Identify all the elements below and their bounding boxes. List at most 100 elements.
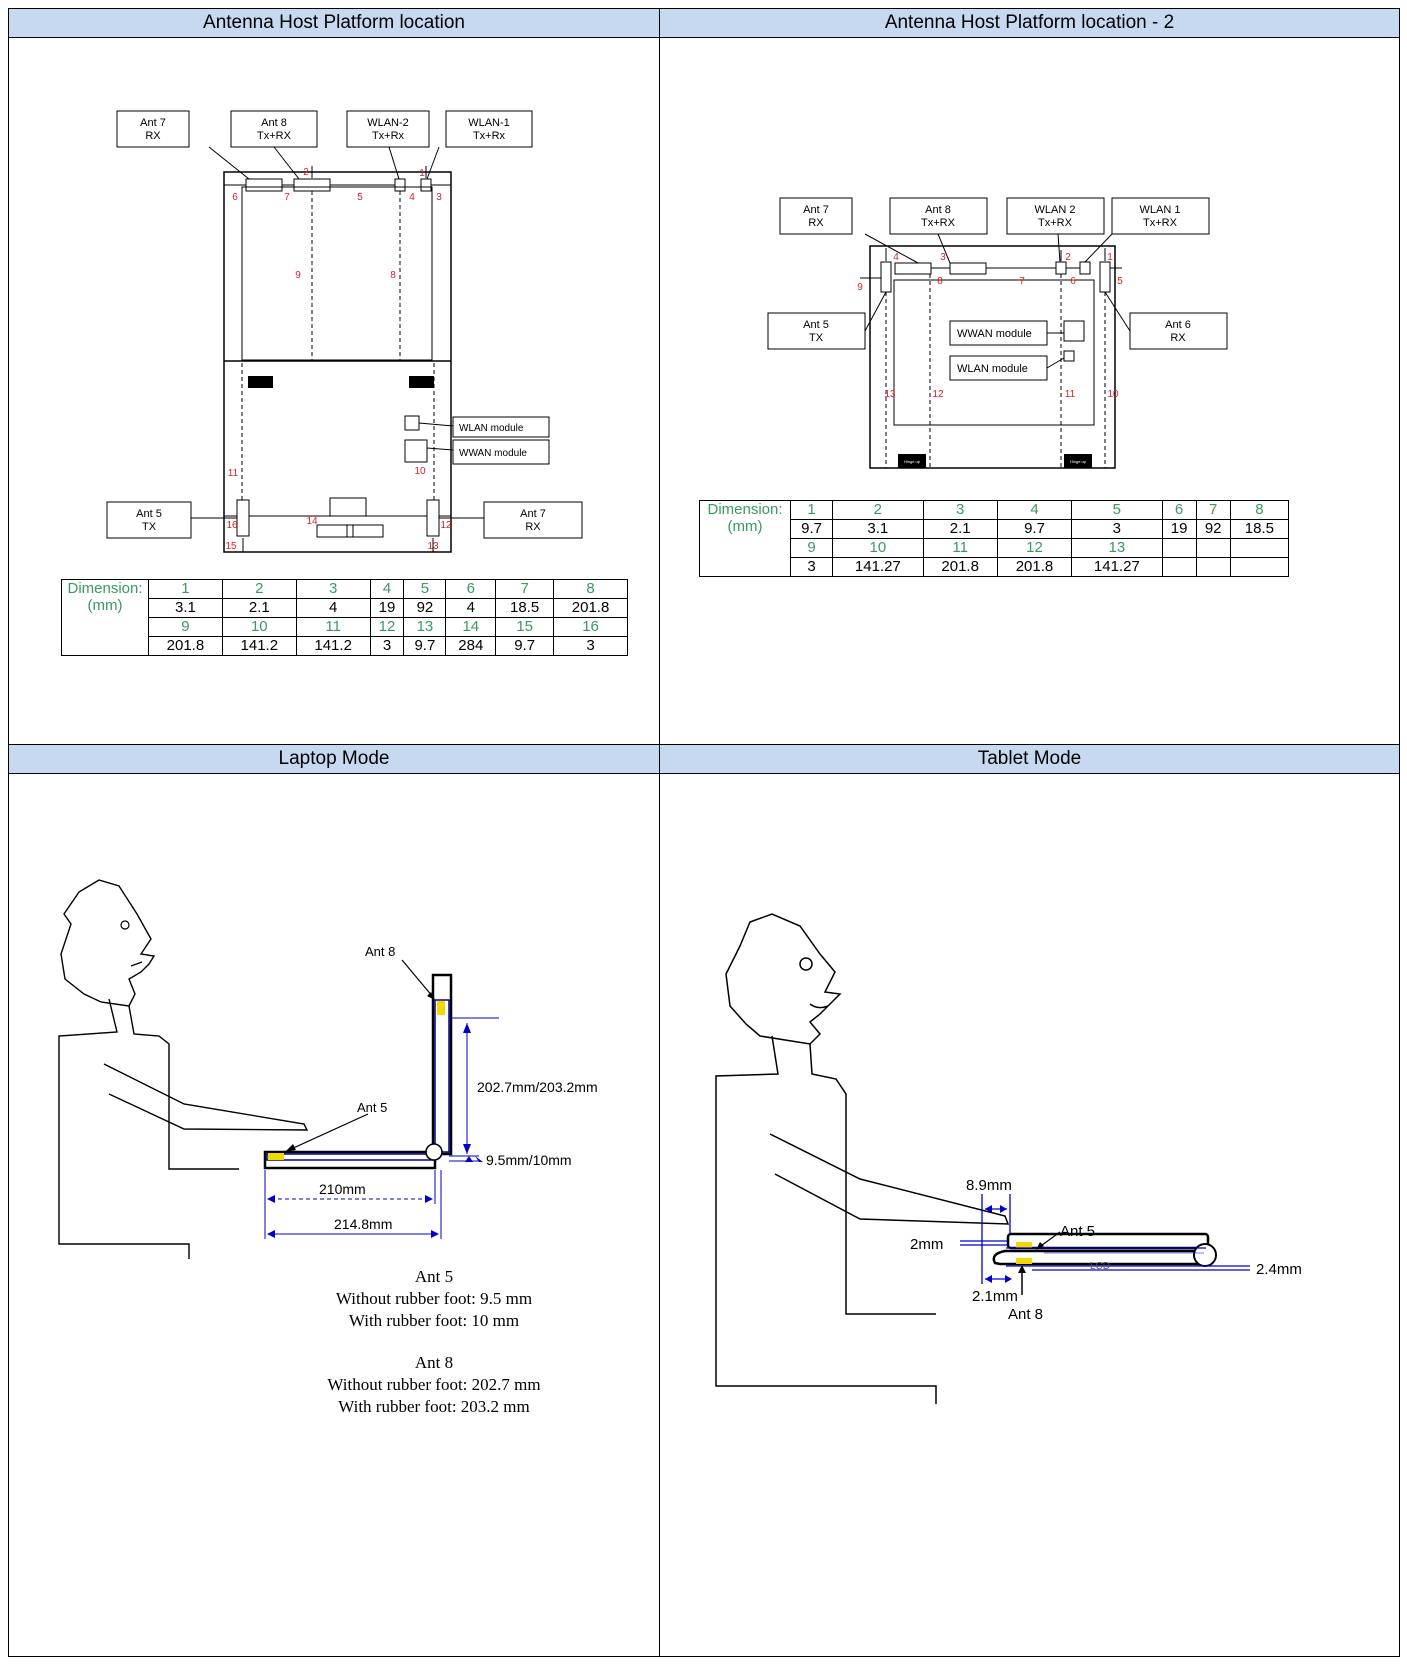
dim-num-11: 11 bbox=[228, 468, 239, 479]
person-outline bbox=[725, 913, 842, 1045]
table2-cell bbox=[1229, 557, 1290, 577]
table1-label-mm: (mm) bbox=[87, 597, 123, 614]
table2-cell: 9.7 bbox=[996, 519, 1073, 539]
label-wlan1-sub: Tx+RX bbox=[1143, 217, 1178, 229]
dim-2-1: 2.1mm bbox=[972, 1288, 1018, 1305]
label-wwan-module: WWAN module bbox=[459, 448, 527, 459]
label-lcd: LCD bbox=[1090, 1261, 1110, 1272]
header-antenna-location: Antenna Host Platform location bbox=[8, 8, 660, 38]
table1-cell: 19 bbox=[369, 598, 405, 618]
dim-num-10: 10 bbox=[1107, 389, 1119, 400]
dim-num-7: 7 bbox=[1019, 276, 1025, 287]
dim-210: 210mm bbox=[319, 1181, 366, 1197]
label-ant8: Ant 8 bbox=[1008, 1306, 1043, 1323]
table1-head: 15 bbox=[495, 617, 555, 637]
table2-head: 1 bbox=[789, 500, 834, 520]
table2-cell: 201.8 bbox=[996, 557, 1073, 577]
label-wlan2-sub: Tx+RX bbox=[1038, 217, 1073, 229]
table2-cell: 141.27 bbox=[832, 557, 924, 577]
label-ant5: Ant 5 bbox=[1060, 1223, 1095, 1240]
table1-cell: 141.2 bbox=[295, 636, 371, 656]
table2-cell: 2.1 bbox=[922, 519, 998, 539]
label-ant8: Ant 8 bbox=[261, 117, 287, 129]
label-ant7-top: Ant 7 bbox=[140, 117, 166, 129]
dim-num-15: 15 bbox=[225, 541, 237, 552]
table1-cell: 9.7 bbox=[495, 636, 555, 656]
dim-vertical: 202.7mm/203.2mm bbox=[477, 1079, 598, 1095]
header-laptop-mode: Laptop Mode bbox=[8, 744, 660, 774]
table2-cell: 3 bbox=[789, 557, 834, 577]
table2-cell: 19 bbox=[1161, 519, 1197, 539]
table1-cell: 9.7 bbox=[403, 636, 447, 656]
label-hinge-left: Hinge up bbox=[904, 459, 921, 464]
label-wlan1: WLAN-1 bbox=[468, 117, 510, 129]
label-wlan-module: WLAN module bbox=[459, 423, 524, 434]
label-ant5-sub: TX bbox=[809, 332, 824, 344]
table1-head: 5 bbox=[403, 579, 447, 599]
table1-head: 7 bbox=[495, 579, 555, 599]
label-ant8-sub: Tx+RX bbox=[257, 130, 292, 142]
dim-num-1: 1 bbox=[1107, 252, 1113, 263]
dim-2-4: 2.4mm bbox=[1256, 1261, 1302, 1278]
dim-num-4: 4 bbox=[893, 252, 899, 263]
note-line: Without rubber foot: 9.5 mm bbox=[335, 1289, 533, 1308]
dim-num-6: 6 bbox=[1070, 276, 1076, 287]
dim-num-8: 8 bbox=[937, 276, 943, 287]
label-wlan2-sub: Tx+Rx bbox=[372, 130, 405, 142]
dim-num-13: 13 bbox=[427, 541, 439, 552]
table2-head bbox=[1229, 538, 1290, 558]
note-line: With rubber foot: 203.2 mm bbox=[338, 1397, 530, 1416]
header-antenna-location-2: Antenna Host Platform location - 2 bbox=[659, 8, 1400, 38]
table1-cell: 3.1 bbox=[148, 598, 223, 618]
table2-cell: 141.27 bbox=[1071, 557, 1163, 577]
table1-cell: 3 bbox=[369, 636, 405, 656]
table1-cell: 2.1 bbox=[221, 598, 297, 618]
label-ant7-bottom: Ant 7 bbox=[520, 508, 546, 520]
dim-num-10: 10 bbox=[414, 466, 426, 477]
label-wwan-module: WWAN module bbox=[957, 328, 1032, 340]
person-outline bbox=[60, 879, 156, 1007]
dim-horizontal: 9.5mm/10mm bbox=[486, 1152, 572, 1168]
table2-head: 11 bbox=[922, 538, 998, 558]
cell-laptop-mode: Ant 8 Ant 5 202.7mm/203.2mm 9.5mm/10mm 2… bbox=[8, 773, 660, 1657]
dim-num-7: 7 bbox=[284, 192, 290, 203]
table2-cell bbox=[1195, 557, 1231, 577]
table1-head: 14 bbox=[445, 617, 497, 637]
table1-cell: 141.2 bbox=[221, 636, 297, 656]
table1-cell: 4 bbox=[295, 598, 371, 618]
dim-num-16: 16 bbox=[226, 520, 238, 531]
table2-head bbox=[1195, 538, 1231, 558]
dim-num-5: 5 bbox=[357, 192, 363, 203]
table2-cell: 3 bbox=[1071, 519, 1163, 539]
table2-head bbox=[1161, 538, 1197, 558]
table1-head: 11 bbox=[295, 617, 371, 637]
label-ant6-sub: RX bbox=[1170, 332, 1186, 344]
label-wlan1-sub: Tx+Rx bbox=[473, 130, 506, 142]
cell-tablet-mode: 8.9mm Ant 5 2mm LCD 2.4mm 2.1mm Ant 8 bbox=[659, 773, 1400, 1657]
table1-cell: 3 bbox=[553, 636, 628, 656]
table2-label-dimension: Dimension: bbox=[707, 501, 783, 518]
label-ant5: Ant 5 bbox=[803, 319, 829, 331]
table1-head: 2 bbox=[221, 579, 297, 599]
table1-head: 10 bbox=[221, 617, 297, 637]
table2-head: 2 bbox=[832, 500, 924, 520]
label-hinge-right: Hinge up bbox=[1070, 459, 1087, 464]
table1-cell: 18.5 bbox=[495, 598, 555, 618]
table2-head: 5 bbox=[1071, 500, 1163, 520]
label-wlan-module: WLAN module bbox=[957, 363, 1028, 375]
label-ant5: Ant 5 bbox=[136, 508, 162, 520]
table2-head: 13 bbox=[1071, 538, 1163, 558]
table1-head: 9 bbox=[148, 617, 223, 637]
table2-head: 9 bbox=[789, 538, 834, 558]
table1-cell: 201.8 bbox=[148, 636, 223, 656]
label-ant5: Ant 5 bbox=[357, 1100, 387, 1115]
antenna-layout-diagram-1: Ant 7 RX Ant 8 Tx+RX WLAN-2 Tx+Rx WLAN-1… bbox=[106, 110, 583, 553]
cell-antenna-location: Ant 7 RX Ant 8 Tx+RX WLAN-2 Tx+Rx WLAN-1… bbox=[8, 37, 660, 745]
dim-num-6: 6 bbox=[232, 192, 238, 203]
label-ant8-sub: Tx+RX bbox=[921, 217, 956, 229]
tablet-mode-diagram: 8.9mm Ant 5 2mm LCD 2.4mm 2.1mm Ant 8 bbox=[715, 913, 1302, 1404]
table2-cell: 9.7 bbox=[789, 519, 834, 539]
dim-num-9: 9 bbox=[857, 282, 863, 293]
dim-num-12: 12 bbox=[440, 520, 452, 531]
note-line: With rubber foot: 10 mm bbox=[348, 1311, 520, 1330]
